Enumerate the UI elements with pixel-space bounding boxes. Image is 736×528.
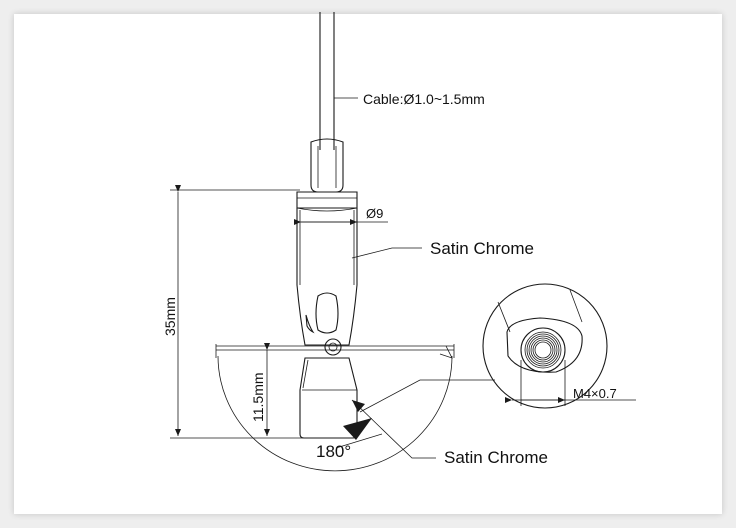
cable-label: Cable:Ø1.0~1.5mm bbox=[363, 91, 485, 107]
angle-label: 180° bbox=[316, 442, 351, 461]
thread-label: M4×0.7 bbox=[573, 386, 617, 401]
total-length-label: 35mm bbox=[162, 297, 178, 336]
reference-lines bbox=[170, 189, 455, 439]
top-cap bbox=[310, 138, 344, 193]
cable bbox=[319, 12, 335, 150]
drawing-frame bbox=[14, 14, 722, 514]
diameter-label: Ø9 bbox=[366, 206, 383, 221]
finish-leader-top bbox=[351, 247, 422, 259]
rotation-arc bbox=[217, 345, 453, 472]
finish-label-top: Satin Chrome bbox=[430, 239, 534, 258]
collar bbox=[296, 191, 358, 212]
finish-label-bottom: Satin Chrome bbox=[444, 448, 548, 467]
lower-length-label: 11.5mm bbox=[250, 372, 266, 422]
main-body bbox=[296, 208, 358, 356]
finish-leader-bottom bbox=[335, 399, 436, 459]
detail-leader bbox=[359, 379, 495, 413]
thread-detail-view bbox=[482, 283, 636, 409]
